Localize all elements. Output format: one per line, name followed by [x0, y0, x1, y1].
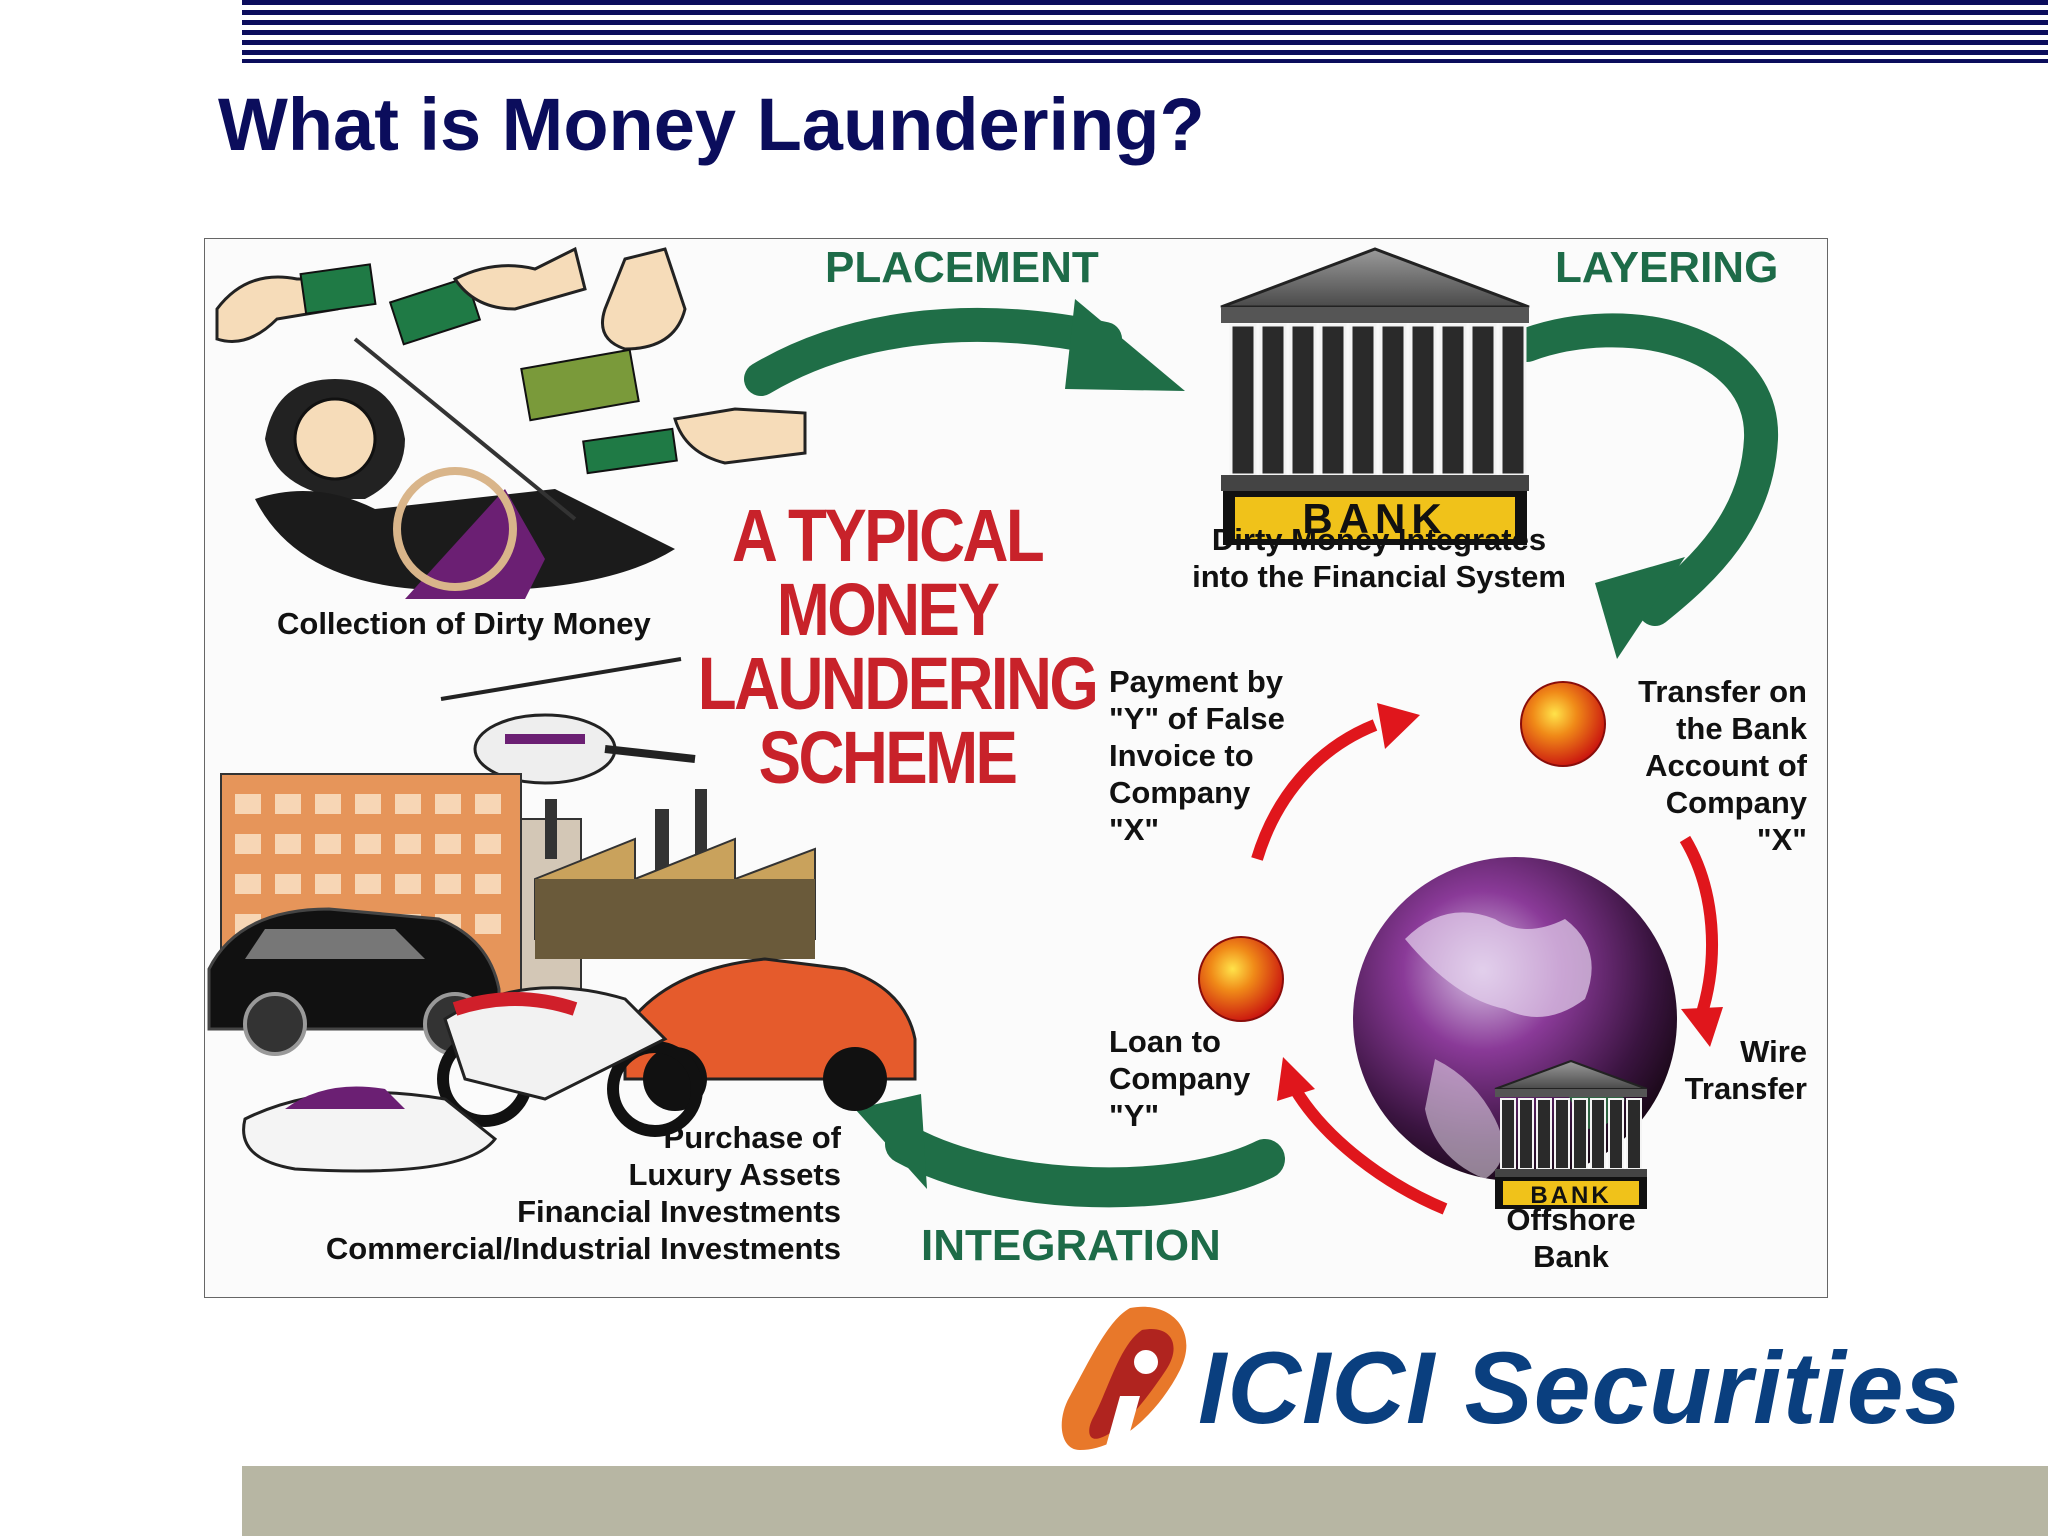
payment-label-line: "X" [1109, 812, 1160, 847]
wire-transfer-label-line: Transfer [1684, 1071, 1807, 1106]
offshore-bank-sign: BANK [1530, 1182, 1611, 1209]
slide-title: What is Money Laundering? [218, 83, 1205, 166]
purchase-label-line: Purchase of [663, 1120, 841, 1155]
transfer-label-line: Company [1665, 785, 1807, 820]
placement-stage-label: PLACEMENT [825, 243, 1099, 292]
transfer-label-line: the Bank [1676, 711, 1807, 746]
offshore-bank-label-line: Offshore [1506, 1202, 1636, 1237]
diagram-artwork: BANK BANK [207, 246, 1779, 1215]
payment-label: Payment by "Y" of False Invoice to Compa… [1109, 663, 1285, 848]
transfer-label-line: Account of [1645, 748, 1807, 783]
payment-label-line: "Y" of False [1109, 701, 1285, 736]
bank-building-icon [1220, 247, 1530, 545]
purchase-label-line: Commercial/Industrial Investments [325, 1231, 841, 1266]
cycle-arrow-loan [1277, 1057, 1448, 1215]
wire-transfer-label: Wire Transfer [1625, 1033, 1807, 1107]
scheme-title-line: SCHEME [758, 716, 1018, 799]
layering-stage-label: LAYERING [1555, 243, 1779, 292]
purchase-label: Purchase of Luxury Assets Financial Inve… [265, 1119, 841, 1267]
cycle-arrow-wire [1679, 835, 1723, 1047]
top-stripe-band [242, 0, 2048, 63]
offshore-bank-icon [1494, 1059, 1648, 1209]
loan-label-line: Loan to [1109, 1024, 1221, 1059]
integrates-label-line: into the Financial System [1192, 559, 1566, 594]
helicopter-icon [440, 657, 696, 785]
purchase-label-line: Financial Investments [517, 1194, 841, 1229]
jet-ski-icon [242, 1086, 498, 1173]
loan-ball-icon [1198, 936, 1284, 1022]
transfer-label-line: Transfer on [1638, 674, 1807, 709]
offshore-bank-label-line: Bank [1533, 1239, 1609, 1274]
loan-label-line: "Y" [1109, 1098, 1160, 1133]
transfer-label: Transfer on the Bank Account of Company … [1589, 673, 1807, 858]
logo-wordmark: ICICI Securities [1198, 1331, 1963, 1445]
scheme-title-line: MONEY [776, 568, 1000, 651]
wire-transfer-label-line: Wire [1740, 1034, 1807, 1069]
transfer-ball-icon [1520, 681, 1606, 767]
factory-icon [534, 789, 816, 959]
loan-label-line: Company [1109, 1061, 1251, 1096]
payment-label-line: Invoice to [1109, 738, 1254, 773]
dirty-money-collection-illustration [215, 246, 807, 599]
orange-sports-car-icon [623, 957, 917, 1111]
icici-securities-logo: ICICI Securities [1060, 1300, 2020, 1470]
collection-label: Collection of Dirty Money [277, 606, 651, 641]
bank-sign: BANK [1302, 495, 1447, 542]
transfer-label-line: "X" [1756, 822, 1807, 857]
integrates-label: Dirty Money Integrates into the Financia… [1159, 521, 1599, 595]
purchase-label-line: Luxury Assets [628, 1157, 842, 1192]
scheme-title: A TYPICAL MONEY LAUNDERING SCHEME [697, 494, 1099, 799]
placement-arrow [744, 299, 1185, 396]
scheme-title-line: LAUNDERING [697, 642, 1099, 725]
motorcycle-icon [437, 986, 703, 1137]
cycle-arrow-payment [1251, 703, 1420, 861]
offshore-bank-label: Offshore Bank [1471, 1201, 1671, 1275]
payment-label-line: Company [1109, 775, 1251, 810]
icici-i-mark-icon [1061, 1306, 1187, 1450]
payment-label-line: Payment by [1109, 664, 1284, 699]
scheme-title-line: A TYPICAL [731, 494, 1045, 577]
integration-stage-label: INTEGRATION [921, 1221, 1221, 1270]
integrates-label-line: Dirty Money Integrates [1211, 522, 1547, 557]
footer-bar [242, 1466, 2048, 1536]
layering-arrow [1510, 313, 1779, 659]
loan-label: Loan to Company "Y" [1109, 1023, 1250, 1134]
money-laundering-diagram: BANK BANK [204, 238, 1828, 1298]
integration-arrow [855, 1094, 1285, 1208]
luxury-assets-illustration [207, 657, 917, 1173]
